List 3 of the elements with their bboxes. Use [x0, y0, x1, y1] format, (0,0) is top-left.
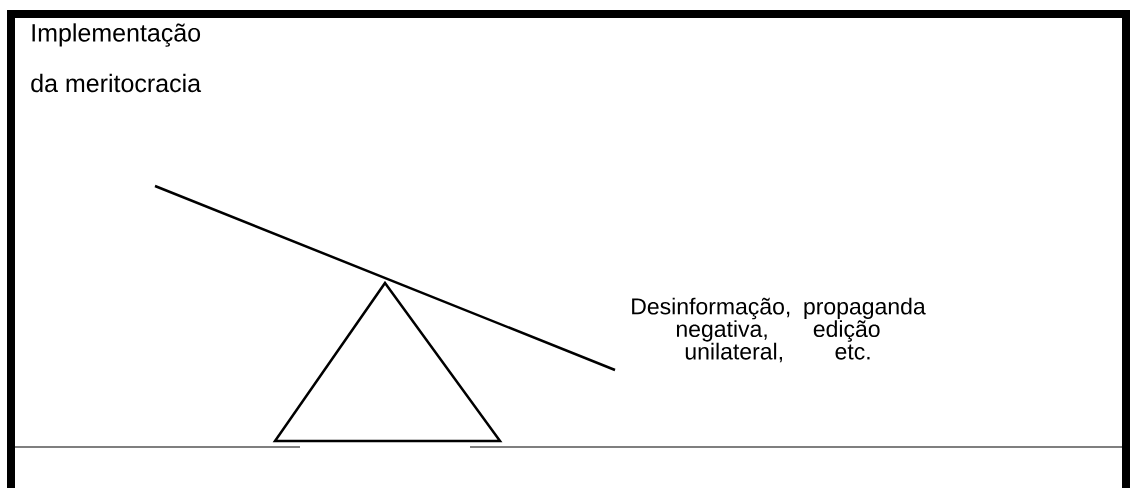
text-label: Desinformação, propaganda negativa, edição unilateral, etc. — [632, 297, 926, 363]
text-label: Implementação — [32, 23, 201, 47]
text-label: da meritocracia — [31, 73, 202, 93]
